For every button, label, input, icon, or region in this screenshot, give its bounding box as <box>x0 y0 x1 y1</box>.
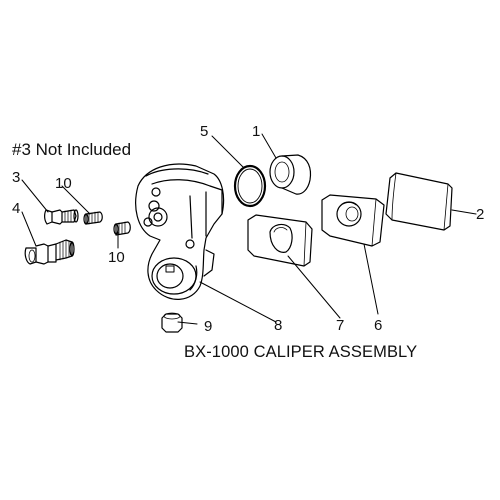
caliper-body-part-8 <box>135 163 225 300</box>
callout-labels: 1 2 3 4 5 6 7 8 9 10 10 <box>12 123 484 335</box>
callout-7: 7 <box>336 317 344 334</box>
callout-2: 2 <box>476 206 484 223</box>
callout-8: 8 <box>274 317 282 334</box>
callout-10-upper: 10 <box>55 175 72 192</box>
piston-part-1 <box>269 154 312 195</box>
pad-plate-part-7 <box>247 214 313 267</box>
leader-lines <box>21 133 477 325</box>
set-screw-part-10-upper <box>83 211 103 225</box>
set-screw-part-10-lower <box>113 221 131 236</box>
callout-1: 1 <box>252 123 260 140</box>
callout-3: 3 <box>12 169 20 186</box>
drawing-title: BX-1000 CALIPER ASSEMBLY <box>184 343 418 361</box>
pad-holder-part-6 <box>321 194 385 247</box>
callout-4: 4 <box>12 200 20 217</box>
not-included-note: #3 Not Included <box>12 140 132 159</box>
callout-9: 9 <box>204 318 212 335</box>
bleeder-screw-part-3 <box>44 209 79 225</box>
callout-10-lower: 10 <box>108 249 125 266</box>
o-ring-part-5 <box>233 164 267 208</box>
hose-fitting-part-4 <box>24 239 75 265</box>
callout-6: 6 <box>374 317 382 334</box>
brake-pad-part-2 <box>385 172 453 231</box>
callout-5: 5 <box>200 123 208 140</box>
small-nut-part-9 <box>161 312 183 333</box>
